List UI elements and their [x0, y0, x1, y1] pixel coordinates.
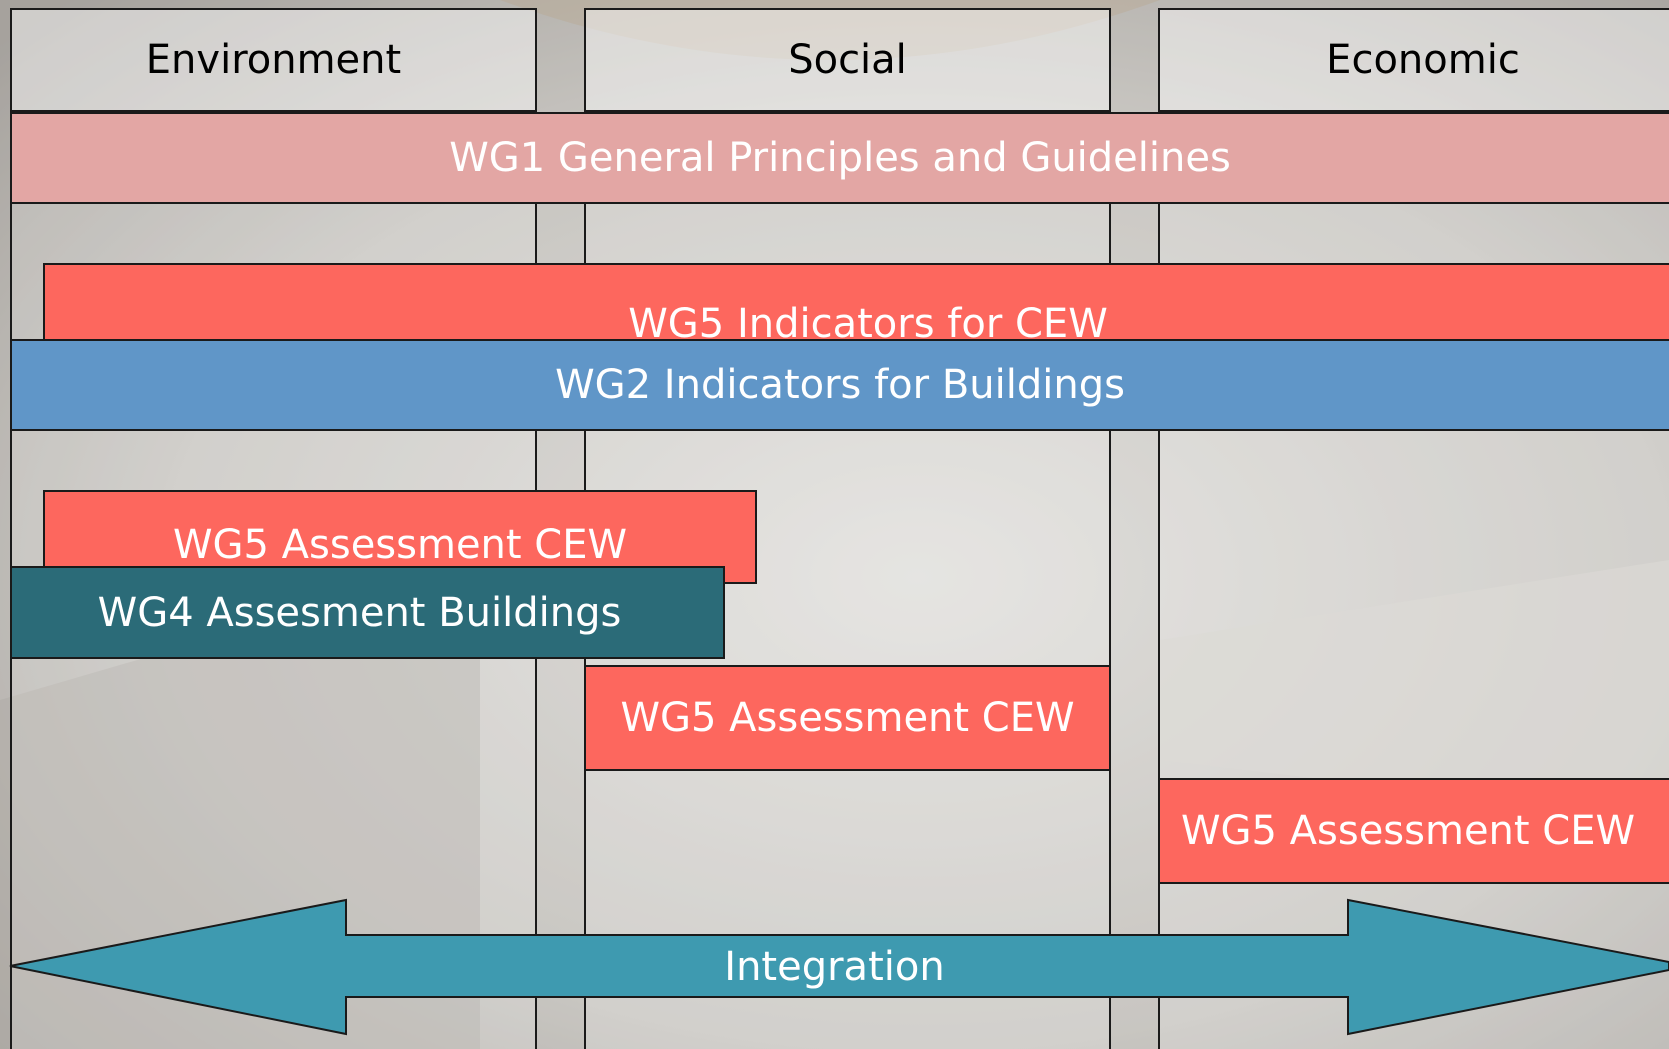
wg1-label: WG1 General Principles and Guidelines — [449, 135, 1231, 181]
environment-label: Environment — [145, 37, 402, 83]
social-header: Social — [584, 8, 1111, 112]
wg2-bar: WG2 Indicators for Buildings — [10, 339, 1669, 431]
integration-label: Integration — [724, 944, 945, 990]
economic-label: Economic — [1326, 37, 1520, 83]
wg5-assessment-economic-bar: WG5 Assessment CEW — [1158, 778, 1669, 884]
wg5-assessment-economic-label: WG5 Assessment CEW — [1180, 808, 1636, 854]
wg5-assessment-social-bar: WG5 Assessment CEW — [584, 665, 1111, 771]
social-label: Social — [788, 37, 907, 83]
wg2-label: WG2 Indicators for Buildings — [555, 362, 1125, 408]
wg4-bar: WG4 Assesment Buildings — [10, 566, 725, 659]
economic-header: Economic — [1158, 8, 1669, 112]
wg1-bar: WG1 General Principles and Guidelines — [10, 112, 1669, 204]
wg5-assessment-social-label: WG5 Assessment CEW — [620, 695, 1075, 741]
wg4-label: WG4 Assesment Buildings — [97, 589, 622, 636]
environment-header: Environment — [10, 8, 537, 112]
wg5-assessment-environment-label: WG5 Assessment CEW — [172, 522, 628, 568]
